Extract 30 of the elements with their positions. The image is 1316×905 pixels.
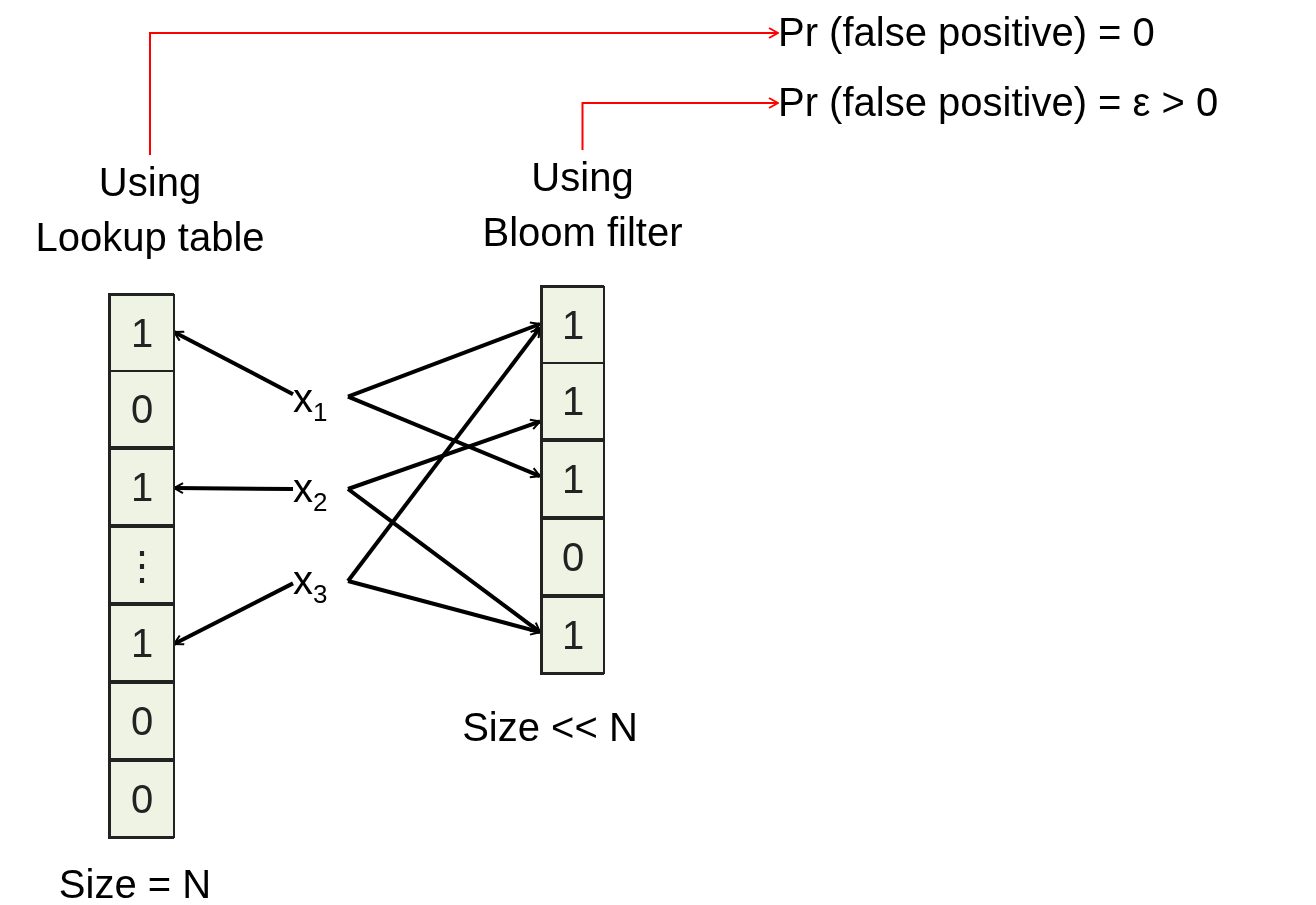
arrow — [347, 418, 541, 491]
size-label: Size << N — [461, 705, 639, 750]
array-cell: 0 — [109, 370, 175, 448]
probability-label: Pr (false positive) = 0 — [778, 8, 1248, 58]
arrow — [347, 394, 541, 479]
array-cell: 0 — [109, 760, 175, 838]
arrow — [581, 97, 779, 151]
heading-label: Using Lookup table — [10, 155, 290, 270]
array-cell: 1 — [541, 596, 605, 674]
array-cell: 1 — [541, 286, 605, 364]
element-label: x$_{2}$ — [293, 465, 348, 513]
array-cell: 1 — [109, 604, 175, 682]
array-cell: ⋮ — [109, 526, 175, 604]
element-label: x$_{1}$ — [293, 375, 348, 423]
array-cell: 0 — [109, 682, 175, 760]
heading-label: Using Bloom filter — [460, 150, 705, 265]
probability-label: Pr (false positive) = ε > 0 — [778, 78, 1313, 128]
array-cell: 1 — [109, 294, 175, 372]
array-cell: 0 — [541, 518, 605, 596]
array-cell: 1 — [541, 362, 605, 440]
arrow — [149, 27, 779, 156]
array-cell: 1 — [109, 448, 175, 526]
array-table — [108, 293, 174, 839]
array-table — [540, 285, 604, 675]
arrow — [347, 579, 541, 636]
size-label: Size = N — [57, 862, 213, 905]
arrow — [347, 321, 541, 399]
array-cell: 1 — [541, 440, 605, 518]
arrow — [346, 326, 542, 583]
element-label: x$_{3}$ — [293, 557, 348, 605]
